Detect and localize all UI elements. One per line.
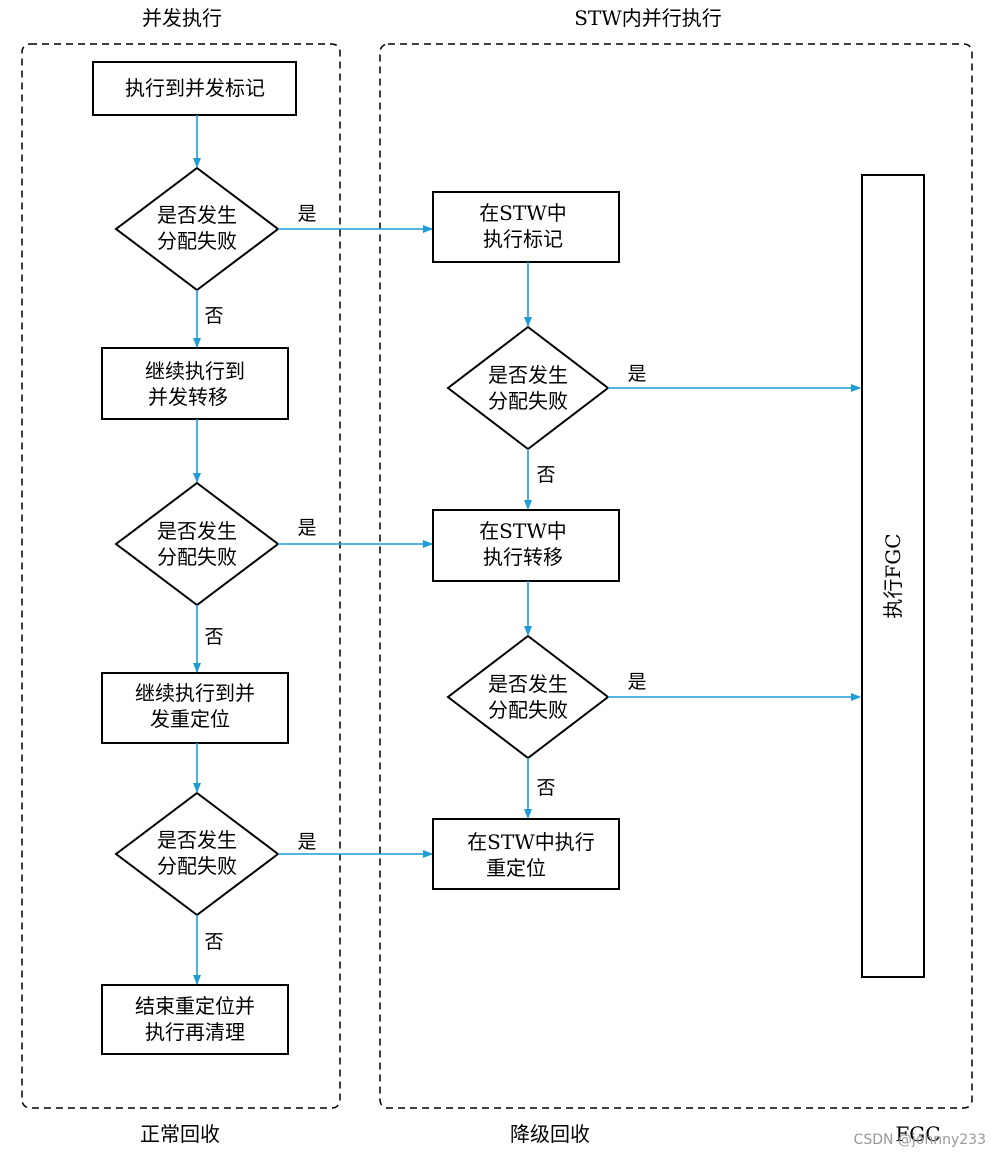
node-concurrent-transfer-line2: 并发转移	[148, 385, 228, 409]
label-no-2: 否	[204, 626, 223, 648]
decision-check-a-line1: 是否发生	[488, 363, 568, 387]
node-finish-relocate-line1: 结束重定位并	[135, 994, 255, 1018]
decision-check-a-line2: 分配失败	[488, 389, 568, 413]
decision-check-2-line1: 是否发生	[157, 519, 237, 543]
decision-check-b	[446, 634, 610, 760]
decision-check-b-line1: 是否发生	[488, 672, 568, 696]
node-concurrent-transfer	[101, 347, 289, 420]
watermark: CSDN @johnny233	[854, 1132, 986, 1148]
node-concurrent-relocate	[101, 672, 289, 744]
node-stw-mark	[432, 191, 620, 263]
decision-check-2-line2: 分配失败	[157, 545, 237, 569]
node-stw-transfer-line2: 执行转移	[483, 545, 563, 569]
node-stw-mark-line1: 在STW中	[479, 201, 567, 225]
footer-fgc: FGC	[895, 1122, 940, 1146]
node-stw-mark-line2: 执行标记	[483, 227, 563, 251]
node-finish-relocate-line2: 执行再清理	[145, 1020, 245, 1044]
node-execute-fgc-label: 执行FGC	[881, 533, 905, 618]
node-stw-transfer-line1: 在STW中	[479, 519, 567, 543]
label-yes-3: 是	[297, 831, 316, 853]
node-stw-relocate-line1: 在STW中执行	[467, 830, 595, 854]
node-finish-relocate	[101, 984, 289, 1055]
label-no-3: 否	[204, 931, 223, 953]
node-concurrent-transfer-line1: 继续执行到	[145, 359, 245, 383]
node-concurrent-relocate-line2: 发重定位	[150, 707, 230, 731]
concurrent-region	[21, 43, 341, 1109]
footer-normal-recovery: 正常回收	[140, 1122, 220, 1146]
decision-check-b-line2: 分配失败	[488, 698, 568, 722]
decision-check-a	[446, 325, 610, 451]
label-yes-b: 是	[627, 671, 646, 693]
header-stw-parallel: STW内并行执行	[574, 6, 722, 30]
node-concurrent-mark-label: 执行到并发标记	[125, 76, 265, 100]
footer-degraded-recovery: 降级回收	[510, 1122, 590, 1146]
label-no-b: 否	[536, 777, 555, 799]
node-concurrent-relocate-line1: 继续执行到并	[135, 681, 255, 705]
decision-check-2	[114, 481, 280, 607]
decision-check-3-line1: 是否发生	[157, 828, 237, 852]
decision-check-1-line2: 分配失败	[157, 229, 237, 253]
decision-check-1-line1: 是否发生	[157, 203, 237, 227]
header-concurrent: 并发执行	[142, 6, 222, 30]
label-yes-1: 是	[297, 203, 316, 225]
label-no-1: 否	[204, 305, 223, 327]
stw-region	[379, 43, 973, 1109]
node-stw-transfer	[432, 509, 620, 582]
node-stw-relocate	[432, 818, 620, 890]
label-no-a: 否	[536, 464, 555, 486]
label-yes-a: 是	[627, 363, 646, 385]
label-yes-2: 是	[297, 517, 316, 539]
node-stw-relocate-line2: 重定位	[486, 856, 546, 880]
decision-check-3-line2: 分配失败	[157, 854, 237, 878]
node-concurrent-mark	[92, 61, 297, 116]
node-execute-fgc	[861, 174, 925, 978]
